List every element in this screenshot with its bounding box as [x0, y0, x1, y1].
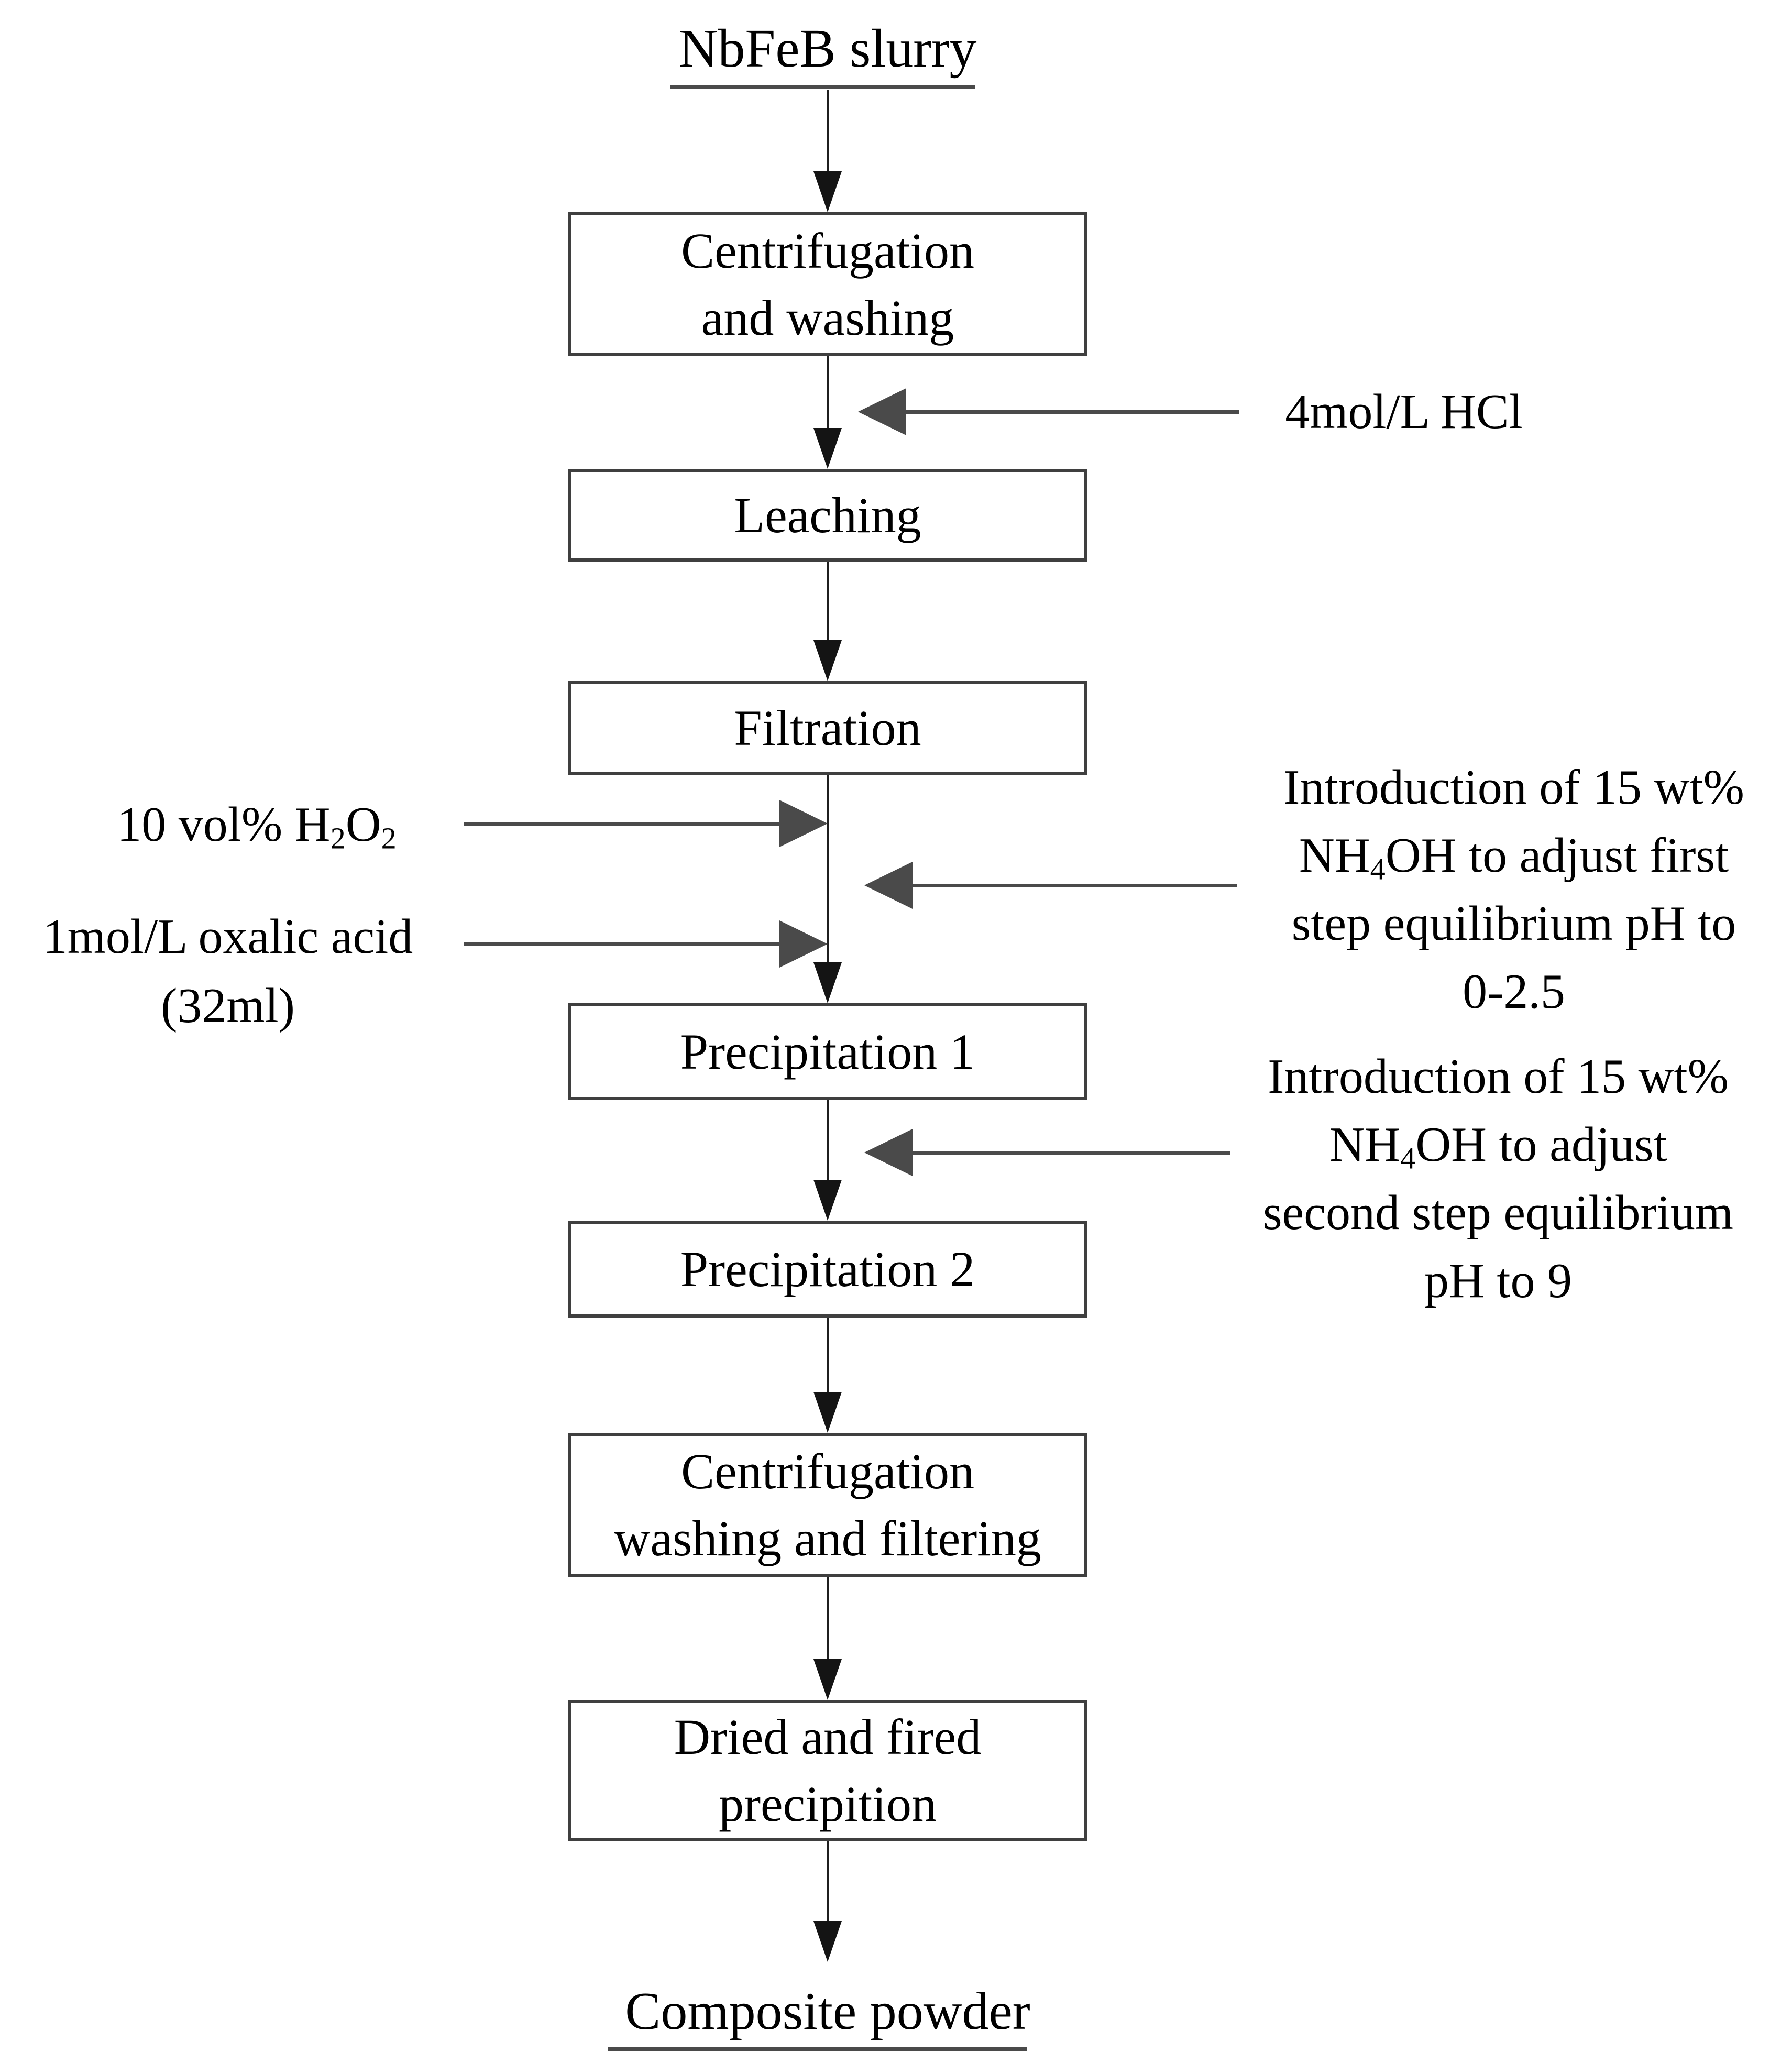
connector-line: [827, 90, 829, 173]
arrowhead-right-icon: [779, 800, 828, 847]
arrowhead-left-icon: [864, 1129, 913, 1176]
process-box-precipitation-1: Precipitation 1: [568, 1003, 1087, 1100]
arrowhead-down-icon: [813, 171, 842, 212]
arrowhead-left-icon: [858, 388, 906, 435]
connector-line: [827, 1318, 829, 1393]
nh4oh-first-arrow-shaft: [910, 884, 1237, 887]
connector-line: [827, 1841, 829, 1923]
h2o2-input-label: 10 vol% H2O2: [117, 797, 397, 855]
arrowhead-down-icon: [813, 1921, 842, 1962]
process-box-label: and washing: [701, 289, 954, 346]
hcl-input-label: 4mol/L HCl: [1285, 385, 1523, 439]
process-box-label: Leaching: [734, 487, 921, 543]
arrowhead-down-icon: [813, 428, 842, 469]
oxalic-acid-input-label: 1mol/L oxalic acid (32ml): [42, 909, 413, 1033]
process-box-label: Filtration: [734, 700, 921, 756]
connector-line: [827, 1100, 829, 1181]
connector-line: [827, 356, 829, 430]
oxalic-arrow-shaft: [464, 942, 783, 946]
process-box-leaching: Leaching: [568, 469, 1087, 562]
nh4oh-second-arrow-shaft: [910, 1151, 1230, 1155]
process-box-dried-and-fired-precipition: Dried and fired precipition: [568, 1700, 1087, 1841]
process-box-centrifugation-washing-filtering: Centrifugation washing and filtering: [568, 1433, 1087, 1577]
process-box-label: precipition: [719, 1776, 937, 1832]
nh4oh-second-annotation: Introduction of 15 wt% NH4OH to adjust s…: [1262, 1049, 1734, 1308]
process-box-label: Precipitation 1: [680, 1023, 975, 1080]
process-box-centrifugation-and-washing: Centrifugation and washing: [568, 212, 1087, 356]
nh4oh-first-annotation: Introduction of 15 wt% NH4OH to adjust f…: [1283, 760, 1744, 1019]
arrowhead-right-icon: [779, 920, 828, 968]
end-node-underline: [608, 2047, 1027, 2051]
connector-line: [827, 562, 829, 641]
process-box-label: Centrifugation: [681, 222, 974, 279]
arrowhead-down-icon: [813, 1180, 842, 1221]
arrowhead-down-icon: [813, 640, 842, 681]
start-node-label: NbFeB slurry: [678, 18, 977, 79]
process-box-filtration: Filtration: [568, 681, 1087, 775]
connector-line: [827, 775, 829, 964]
hcl-arrow-shaft: [904, 410, 1239, 414]
end-node-label: Composite powder: [625, 1982, 1030, 2041]
h2o2-arrow-shaft: [464, 822, 783, 826]
connector-line: [827, 1577, 829, 1661]
arrowhead-down-icon: [813, 1392, 842, 1433]
arrowhead-down-icon: [813, 1659, 842, 1700]
arrowhead-left-icon: [864, 862, 913, 909]
process-box-label: Centrifugation: [681, 1443, 974, 1499]
process-box-precipitation-2: Precipitation 2: [568, 1221, 1087, 1318]
process-box-label: Dried and fired: [674, 1709, 982, 1765]
arrowhead-down-icon: [813, 962, 842, 1003]
start-node-underline: [670, 85, 975, 89]
process-box-label: washing and filtering: [614, 1510, 1041, 1566]
process-box-label: Precipitation 2: [680, 1241, 975, 1297]
